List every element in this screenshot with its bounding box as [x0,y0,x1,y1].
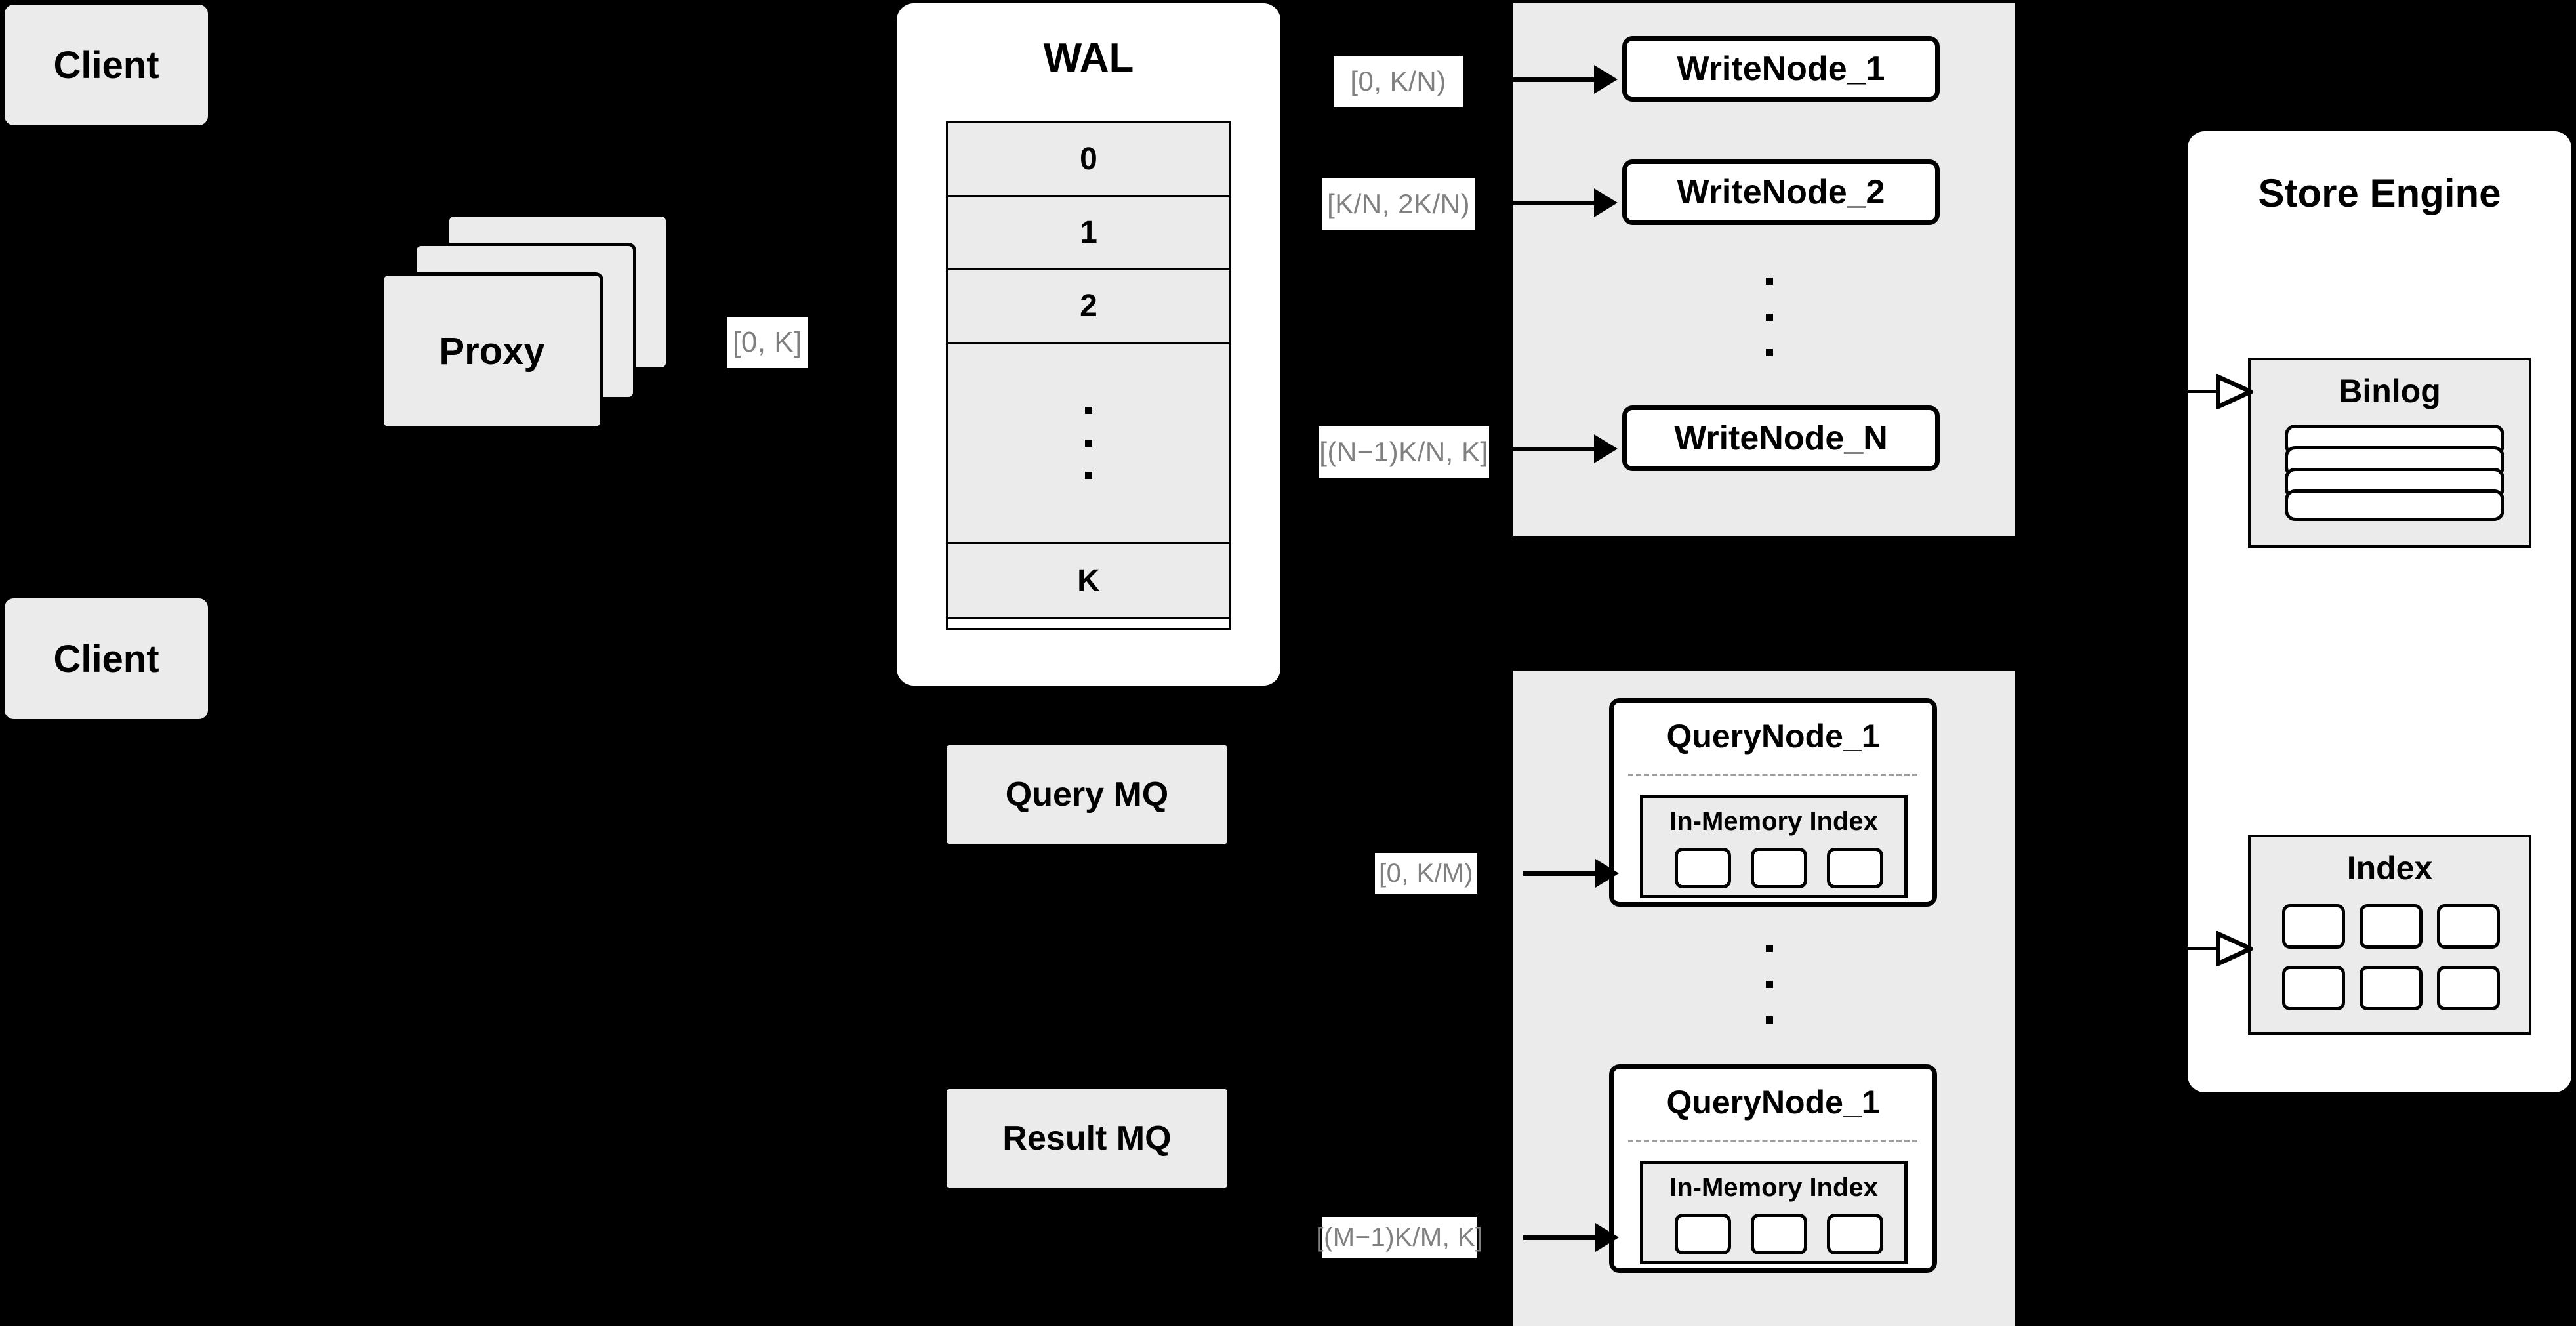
index-title: Index [2346,850,2433,886]
query-node-group: QueryNode_1 In-Memory Index QueryNode_1 [1513,671,2015,1326]
write-arrow-line-1 [1489,77,1594,82]
index-cell[interactable] [2360,966,2423,1010]
index-cell[interactable] [1827,1214,1883,1254]
index-cell[interactable] [1827,848,1883,888]
wal-entry-ellipsis [946,342,1231,544]
query-mq-box[interactable]: Query MQ [947,745,1227,844]
write-range-label-n: [(N−1)K/N, K] [1319,426,1489,478]
binlog-row[interactable] [2285,489,2504,521]
proxy-stack[interactable]: Proxy [380,213,676,430]
query-arrow-head-1 [1595,859,1619,888]
query-node-divider [1628,1140,1917,1142]
write-arrow-line-2 [1489,201,1594,205]
query-node-divider [1628,774,1917,776]
index-cell[interactable] [2282,904,2345,949]
client-box-2[interactable]: Client [5,598,208,719]
query-arrow-line-2 [1523,1235,1595,1240]
write-range-label-2: [K/N, 2K/N) [1322,178,1475,230]
wal-ellipsis-dots [1085,407,1092,479]
in-memory-index-title: In-Memory Index [1669,1173,1878,1202]
write-node-1[interactable]: WriteNode_1 [1622,36,1940,102]
query-range-label-1: [0, K/M) [1375,853,1477,894]
write-range-label-1: [0, K/N) [1334,56,1463,107]
write-node-label: WriteNode_2 [1677,173,1885,211]
index-cell[interactable] [2282,966,2345,1010]
binlog-arrow-line [2188,390,2217,393]
query-range-label-2: [(M−1)K/M, K] [1316,1217,1482,1258]
write-node-2[interactable]: WriteNode_2 [1622,159,1940,225]
wal-entry[interactable]: 1 [946,195,1231,270]
write-arrow-head-1 [1594,65,1618,94]
in-memory-index-1: In-Memory Index [1640,795,1908,898]
wal-entry-label: 2 [1080,289,1097,323]
index-cell[interactable] [1751,848,1807,888]
write-arrow-line-n [1489,447,1594,451]
write-node-n[interactable]: WriteNode_N [1622,405,1940,471]
query-node-ellipsis-dots [1765,945,1774,1024]
write-arrow-head-n [1594,434,1618,463]
wal-entry-label: 0 [1080,142,1097,176]
index-cell[interactable] [2437,904,2500,949]
index-box: Index [2248,835,2531,1035]
wal-title: WAL [1043,35,1134,81]
binlog-title: Binlog [2339,373,2441,409]
proxy-range-label: [0, K] [727,317,808,368]
write-node-label: WriteNode_N [1674,419,1888,457]
client-label: Client [53,637,159,680]
proxy-card-front[interactable]: Proxy [380,272,603,430]
index-cell[interactable] [2360,904,2423,949]
index-arrow-head-icon [2216,931,2253,966]
binlog-arrow-head-icon [2216,374,2253,409]
write-node-ellipsis-dots [1765,278,1774,356]
wal-entry-label: 1 [1080,215,1097,250]
store-engine-title: Store Engine [2258,171,2501,215]
query-node-title: QueryNode_1 [1666,1084,1880,1121]
wal-entry-list: 0 1 2 K [946,121,1231,630]
write-arrow-head-2 [1594,188,1618,217]
in-memory-index-title: In-Memory Index [1669,807,1878,836]
in-memory-index-2: In-Memory Index [1640,1161,1908,1264]
wal-entry[interactable]: K [946,542,1231,619]
wal-entry-label: K [1077,563,1100,598]
query-arrow-head-2 [1595,1223,1619,1252]
result-mq-box[interactable]: Result MQ [947,1089,1227,1188]
query-mq-label: Query MQ [1005,776,1169,814]
client-label: Client [53,43,159,87]
wal-entry[interactable]: 0 [946,121,1231,197]
index-cell[interactable] [1675,848,1731,888]
query-node-1[interactable]: QueryNode_1 In-Memory Index [1609,698,1937,907]
write-node-group: WriteNode_1 WriteNode_2 WriteNode_N [1513,3,2015,536]
wal-entry[interactable]: 2 [946,268,1231,344]
index-arrow-line [2188,947,2217,950]
query-arrow-line-1 [1523,871,1595,876]
index-cell[interactable] [2437,966,2500,1010]
index-cell[interactable] [1675,1214,1731,1254]
wal-panel: WAL 0 1 2 K [897,3,1280,686]
store-engine-panel: Store Engine Binlog Index [2188,131,2571,1092]
client-box-1[interactable]: Client [5,5,208,125]
query-node-title: QueryNode_1 [1666,718,1880,755]
index-cell[interactable] [1751,1214,1807,1254]
result-mq-label: Result MQ [1002,1119,1172,1157]
binlog-box: Binlog [2248,358,2531,548]
proxy-label: Proxy [439,329,545,373]
proxy-range-text: [0, K] [733,326,802,358]
query-node-2[interactable]: QueryNode_1 In-Memory Index [1609,1064,1937,1273]
write-node-label: WriteNode_1 [1677,50,1885,88]
